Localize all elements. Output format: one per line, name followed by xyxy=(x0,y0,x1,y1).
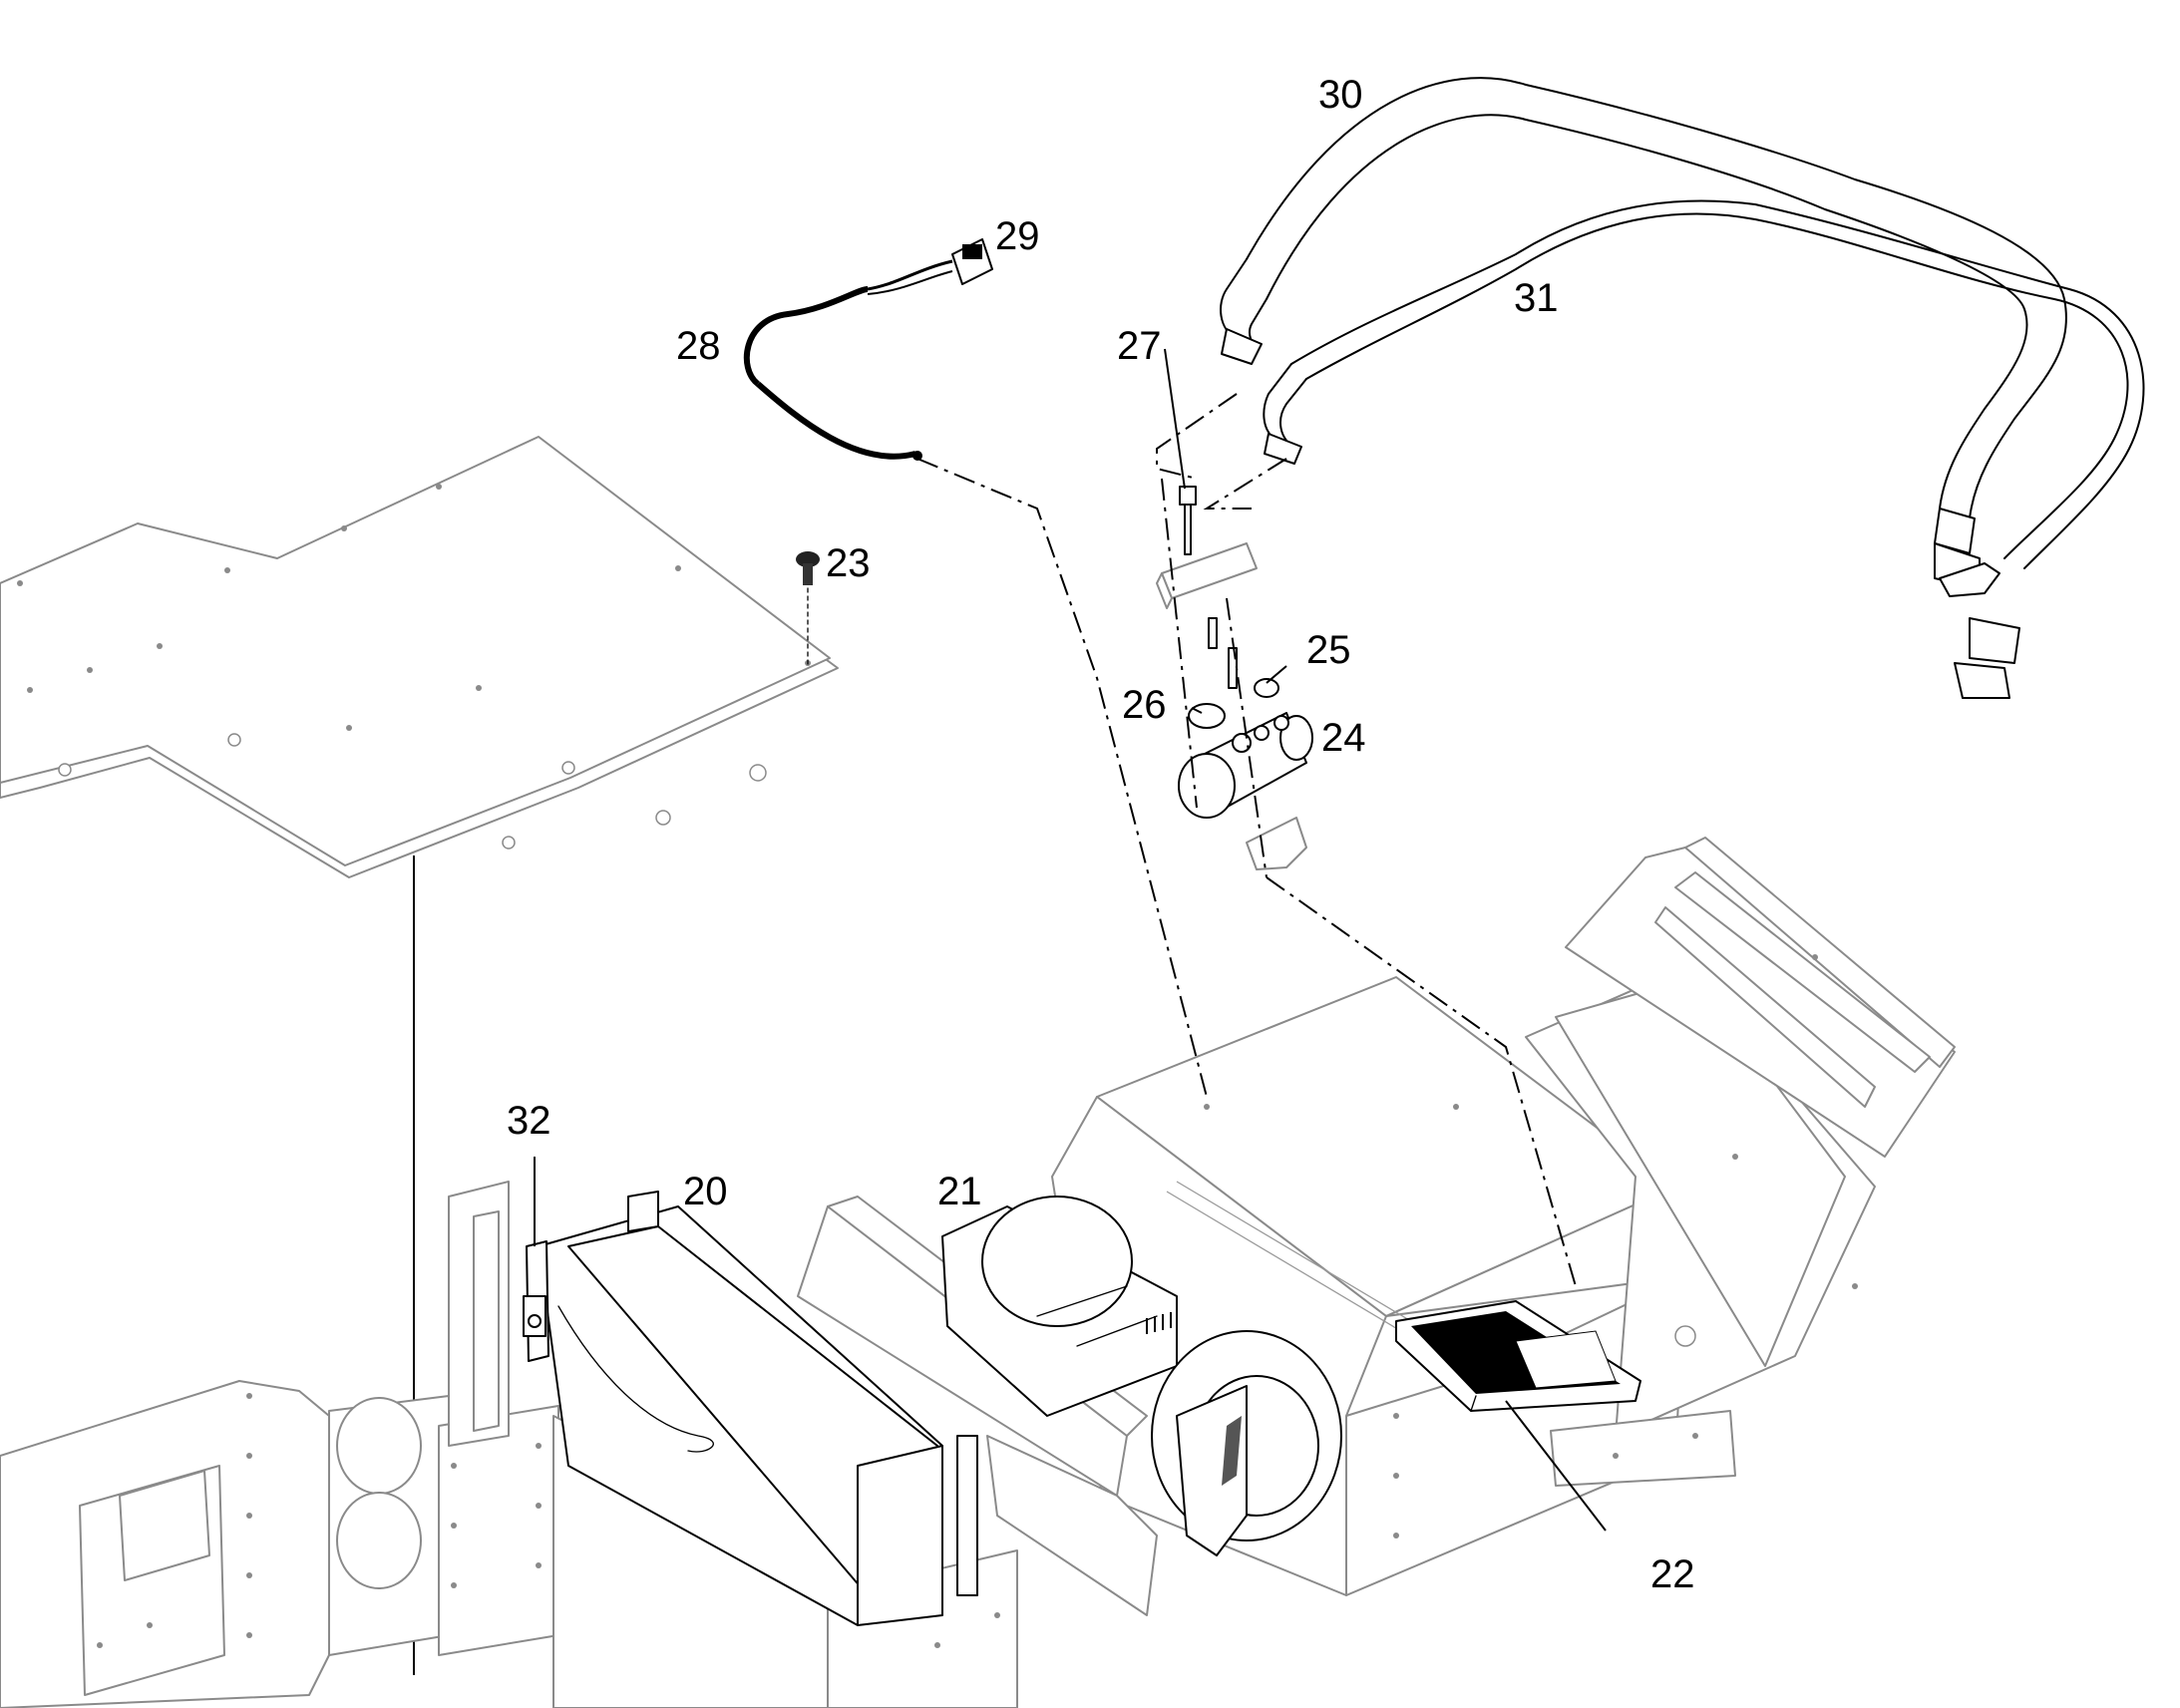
blower-housing xyxy=(1051,837,1956,1596)
bracket-part-32 xyxy=(523,1240,549,1362)
callout-20: 20 xyxy=(683,1170,728,1213)
callout-23: 23 xyxy=(826,541,871,585)
callout-labels: 20 21 22 23 24 25 26 27 28 29 30 31 32 xyxy=(507,73,1695,1596)
callout-24: 24 xyxy=(1321,716,1366,760)
lower-frame xyxy=(0,1181,1018,1708)
hose-part-31 xyxy=(1263,199,2145,699)
hose-part-30 xyxy=(1220,77,2067,597)
callout-26: 26 xyxy=(1122,683,1167,727)
blower-part-21 xyxy=(797,1196,1342,1616)
callout-32: 32 xyxy=(507,1099,551,1143)
callout-22: 22 xyxy=(1650,1552,1695,1596)
callout-28: 28 xyxy=(676,324,721,368)
o-ring-part-25 xyxy=(1254,678,1279,698)
heater-core-part-20 xyxy=(538,1191,978,1626)
callout-30: 30 xyxy=(1318,73,1363,117)
connector-part-29 xyxy=(951,238,993,285)
leader-lines xyxy=(534,348,1607,1532)
o-ring-part-26 xyxy=(1188,703,1226,729)
assembly-lines xyxy=(916,393,1577,1287)
wiring-harness-part-28 xyxy=(743,259,953,461)
callout-29: 29 xyxy=(995,214,1040,258)
callout-21: 21 xyxy=(937,1170,982,1213)
callout-25: 25 xyxy=(1306,628,1351,672)
callout-31: 31 xyxy=(1514,276,1559,320)
roof-panel xyxy=(0,436,839,878)
valve-bracket-bottom xyxy=(1246,817,1307,870)
screw-part-23 xyxy=(796,551,820,669)
valve-bracket-top xyxy=(1156,542,1258,609)
valve-screws xyxy=(1208,617,1238,689)
bolt-part-27 xyxy=(1179,486,1197,555)
filter-part-22 xyxy=(1395,1300,1641,1412)
callout-27: 27 xyxy=(1117,324,1162,368)
